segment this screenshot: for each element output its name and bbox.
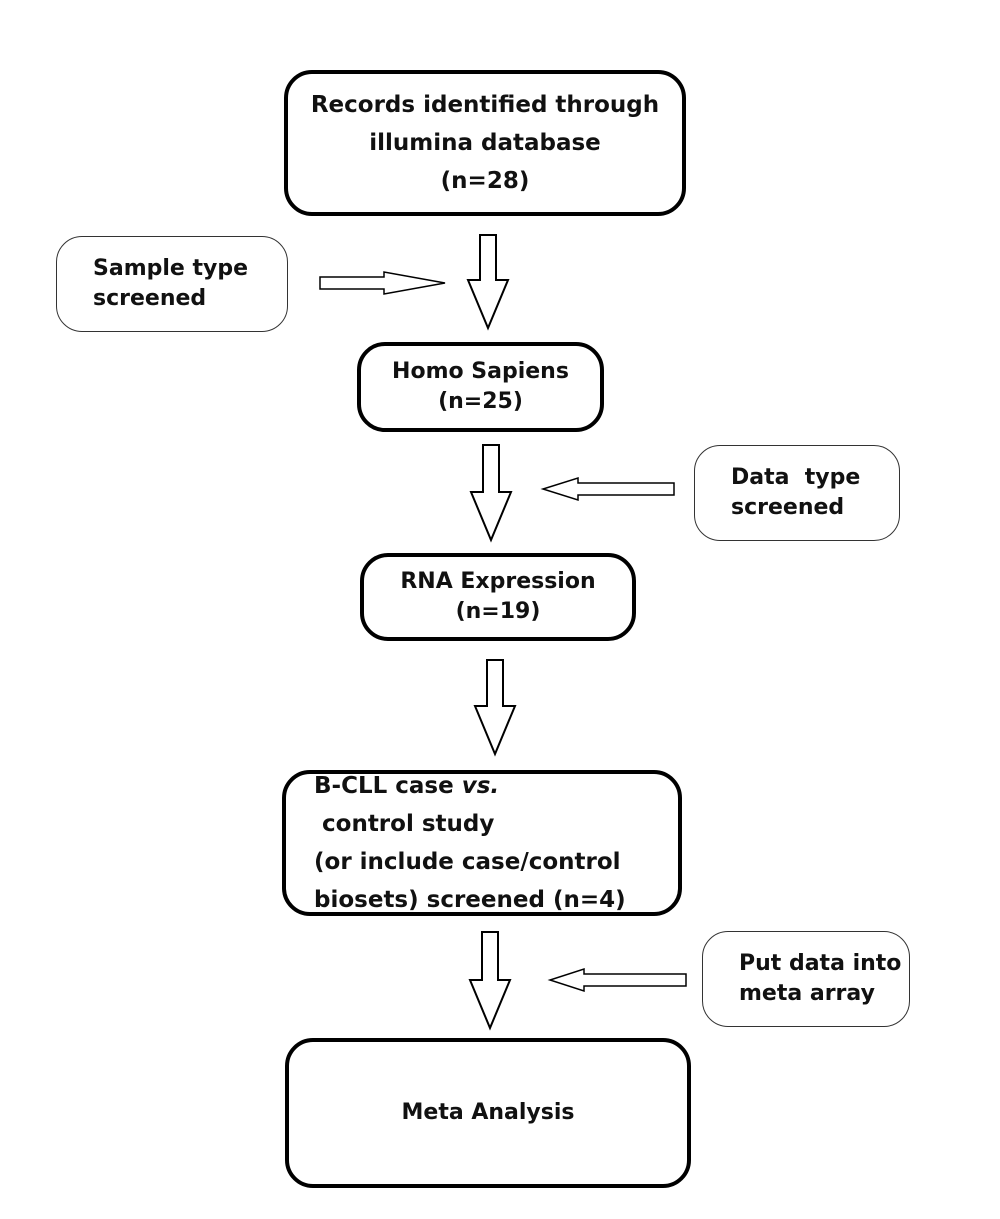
down-arrow-1	[466, 234, 510, 331]
step-records-identified: Records identified through illumina data…	[284, 70, 686, 216]
filter-meta-array-line-2: meta array	[739, 981, 875, 1006]
step-records-line-2: illumina database	[369, 130, 601, 156]
step-rna-expression: RNA Expression (n=19)	[360, 553, 636, 641]
step-bcll-case-control: B-CLL case vs. control study (or include…	[282, 770, 682, 916]
step-homo-sapiens-line-2: (n=25)	[438, 389, 523, 414]
step-records-line-3: (n=28)	[440, 168, 530, 194]
step-bcll-line-1: B-CLL case vs. control study	[314, 767, 678, 843]
filter-meta-array-line-1: Put data into	[739, 951, 902, 976]
step-bcll-line-3: biosets) screened (n=4)	[314, 887, 626, 913]
filter-sample-type: Sample type screened	[56, 236, 288, 332]
step-homo-sapiens-line-1: Homo Sapiens	[392, 359, 569, 384]
down-arrow-3	[473, 659, 517, 757]
step-records-line-1: Records identified through	[310, 92, 660, 118]
filter-sample-type-line-1: Sample type	[93, 256, 249, 281]
filter-sample-type-line-2: screened	[93, 286, 207, 311]
down-arrow-2	[469, 444, 513, 543]
step-rna-expression-line-1: RNA Expression	[400, 569, 596, 594]
step-bcll-line-1-vs: vs.	[461, 773, 500, 799]
step-bcll-line-2: (or include case/control	[314, 849, 621, 875]
step-meta-analysis-line-1: Meta Analysis	[401, 1100, 575, 1125]
step-homo-sapiens: Homo Sapiens (n=25)	[357, 342, 604, 432]
step-meta-analysis: Meta Analysis	[285, 1038, 691, 1188]
filter-meta-array: Put data into meta array	[702, 931, 910, 1027]
left-arrow-meta-array	[547, 967, 687, 993]
left-arrow-data-type	[540, 476, 675, 502]
down-arrow-4	[468, 931, 512, 1031]
step-bcll-line-1-a: B-CLL case	[314, 773, 462, 799]
filter-data-type: Data type screened	[694, 445, 900, 541]
step-rna-expression-line-2: (n=19)	[455, 599, 541, 624]
right-arrow-sample-type	[319, 271, 446, 295]
filter-data-type-line-1: Data type	[731, 465, 861, 490]
filter-data-type-line-2: screened	[731, 495, 845, 520]
step-bcll-line-1-c: control study	[314, 811, 495, 837]
